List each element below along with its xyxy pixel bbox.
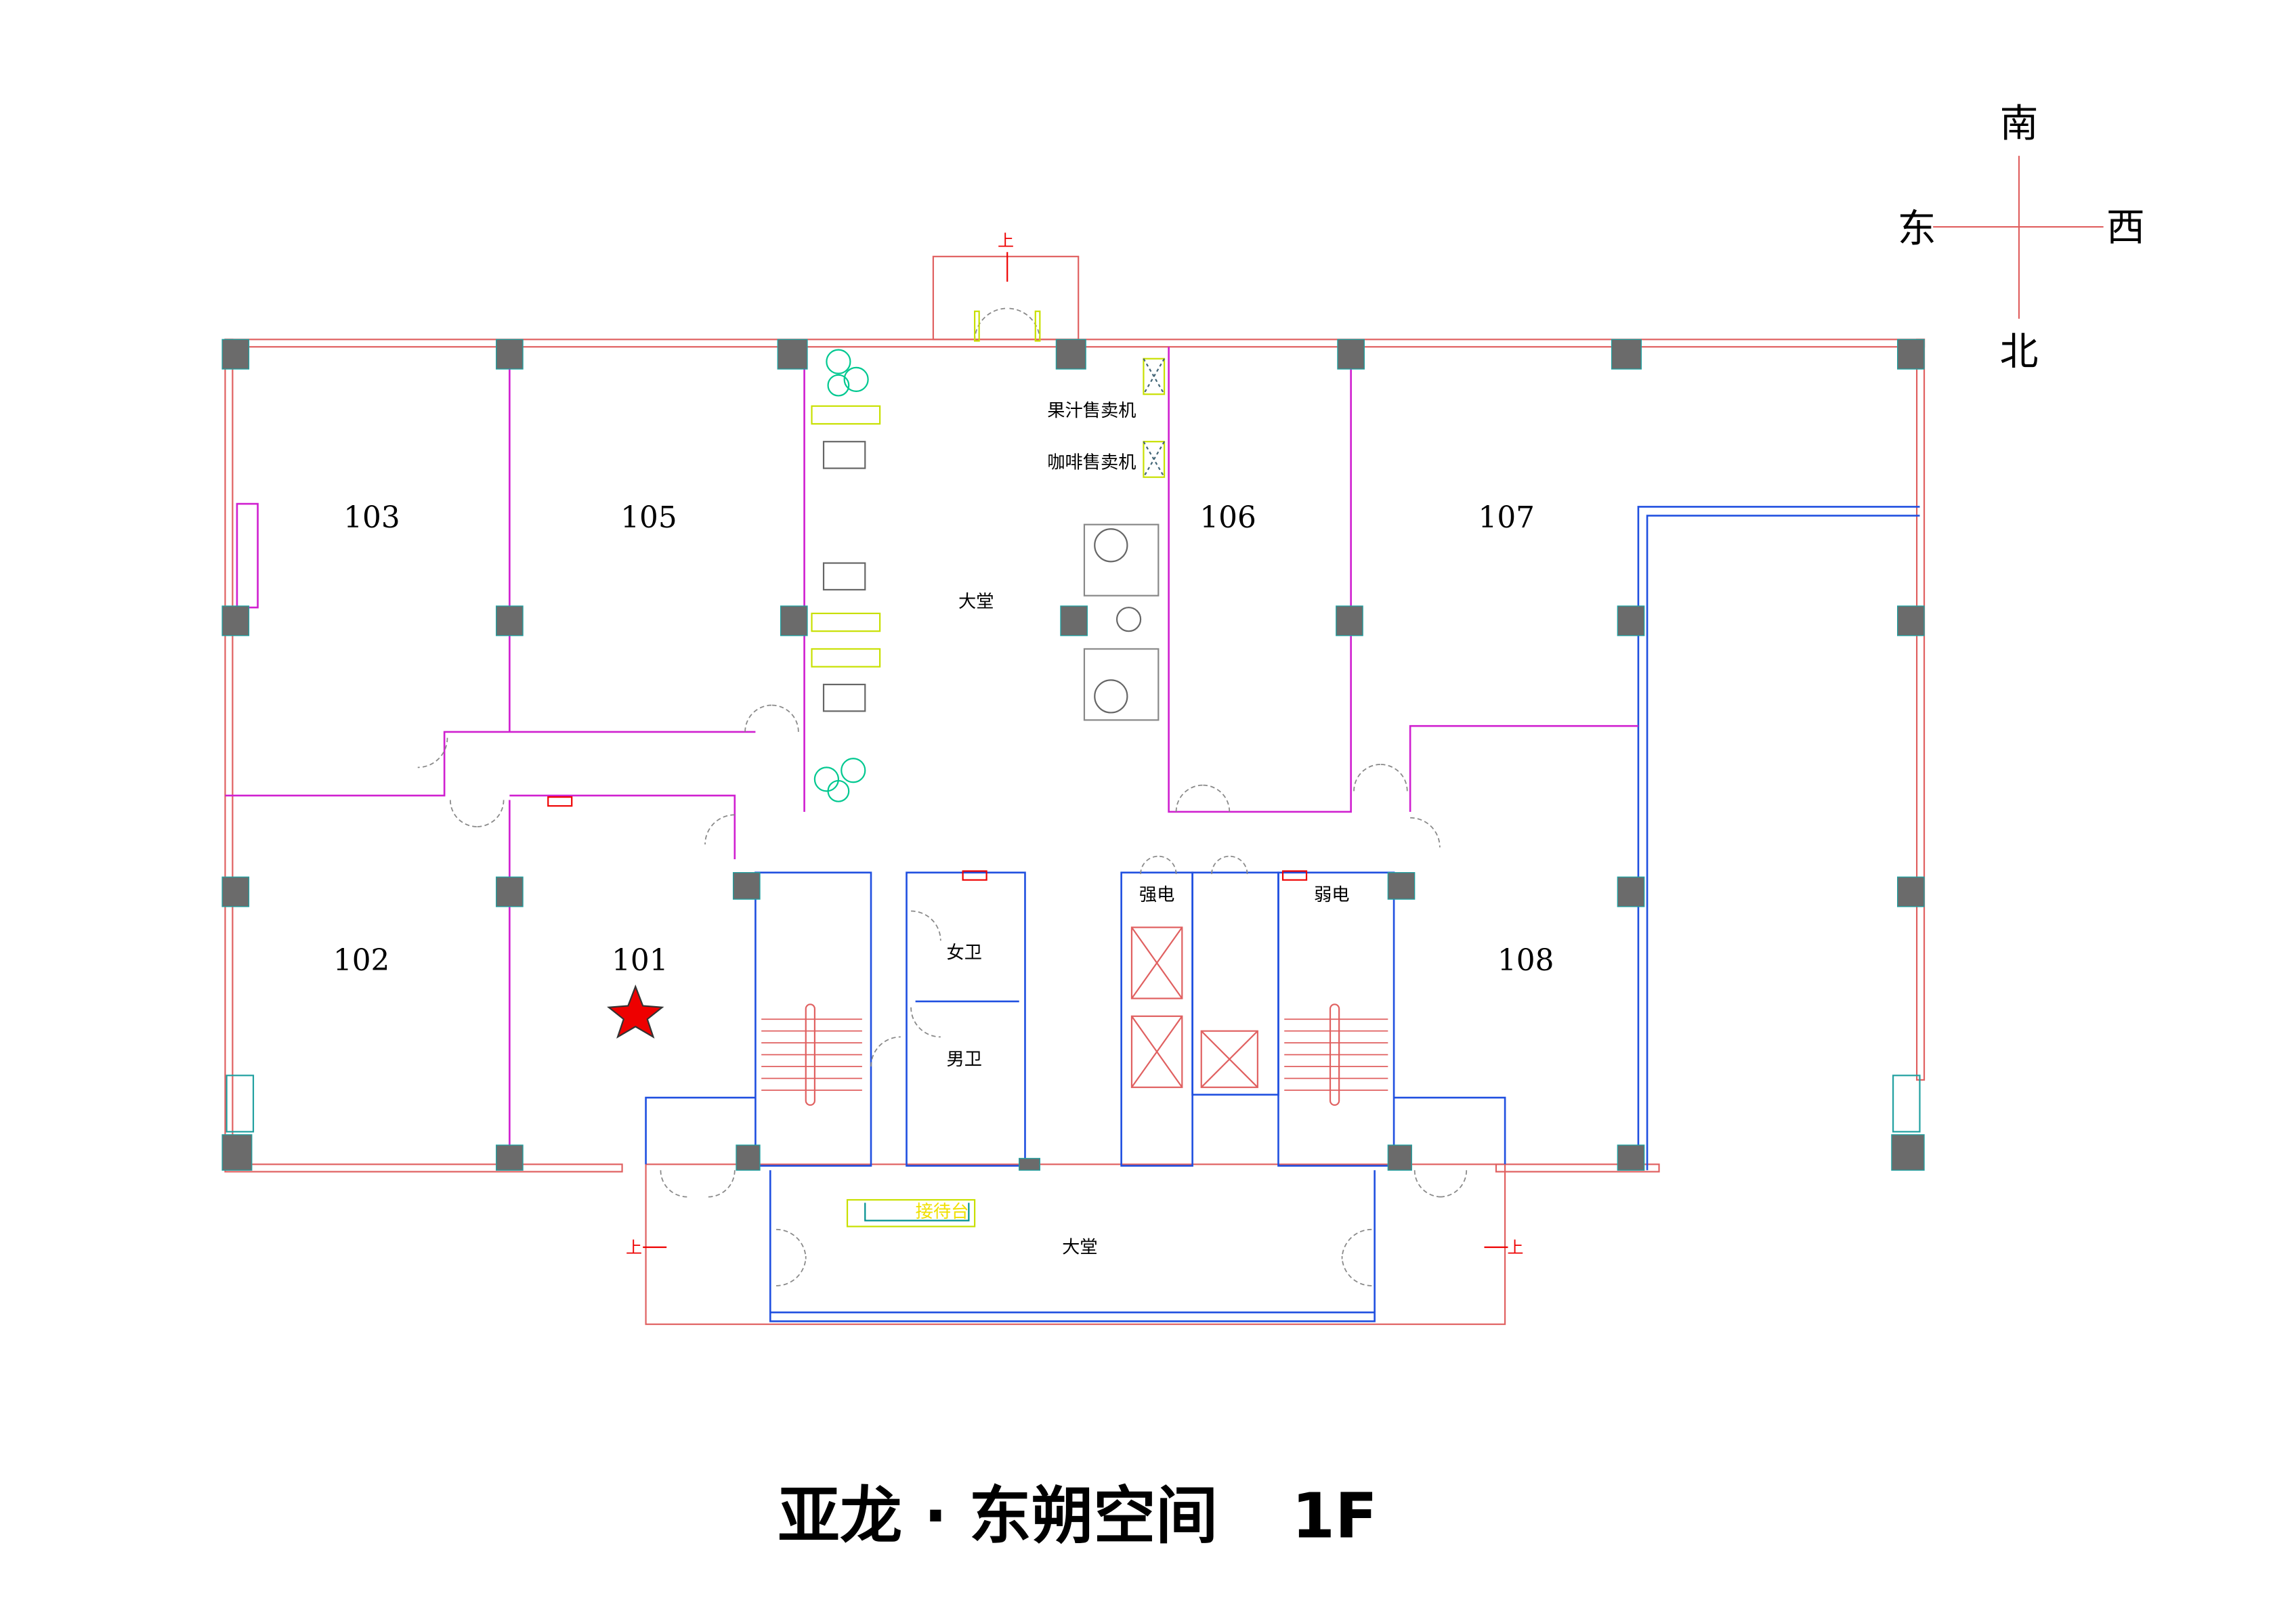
- lower-lobby-label: 大堂: [1062, 1238, 1097, 1258]
- room-108-label: 108: [1497, 943, 1554, 978]
- upper-lobby-label: 大堂: [958, 592, 994, 612]
- up-arrow-left-label: 上: [626, 1238, 642, 1257]
- compass: 南 东 西 北: [1898, 102, 2145, 374]
- stairs-right: [1284, 1003, 1388, 1106]
- up-arrow-right-label: 上: [1507, 1238, 1523, 1257]
- floor-level: 1F: [1292, 1480, 1378, 1553]
- interior-walls: [645, 506, 1920, 1313]
- room-106-label: 106: [1199, 500, 1256, 535]
- juice-vending-label: 果汁售卖机: [1047, 401, 1136, 421]
- stairs-left: [761, 1003, 862, 1106]
- columns: [221, 339, 1925, 1171]
- compass-east: 东: [1898, 207, 1936, 251]
- mens-restroom-label: 男卫: [947, 1050, 982, 1070]
- room-101-label: 101: [612, 943, 668, 978]
- elevators: [1130, 926, 1258, 1088]
- womens-restroom-label: 女卫: [947, 943, 982, 964]
- room-102-label: 102: [333, 943, 389, 978]
- room-103-label: 103: [343, 500, 400, 535]
- furniture: [226, 349, 1921, 1228]
- reception-desk-label: 接待台: [916, 1202, 969, 1222]
- room-107-label: 107: [1479, 500, 1535, 535]
- compass-west: 西: [2106, 205, 2145, 250]
- room-105-label: 105: [620, 500, 677, 535]
- up-arrow-top-label: 上: [998, 232, 1014, 251]
- coffee-vending-label: 咖啡售卖机: [1047, 453, 1136, 473]
- floor-plan-title: 亚龙 · 东朔空间: [778, 1480, 1218, 1553]
- doors: [417, 307, 1468, 1287]
- partitions: [225, 347, 1638, 1165]
- strong-current-room-label: 强电: [1139, 885, 1174, 905]
- weak-current-room-label: 弱电: [1314, 885, 1349, 905]
- compass-north: 北: [2000, 329, 2039, 374]
- location-star-icon: [607, 985, 664, 1039]
- compass-south: 南: [2000, 102, 2039, 146]
